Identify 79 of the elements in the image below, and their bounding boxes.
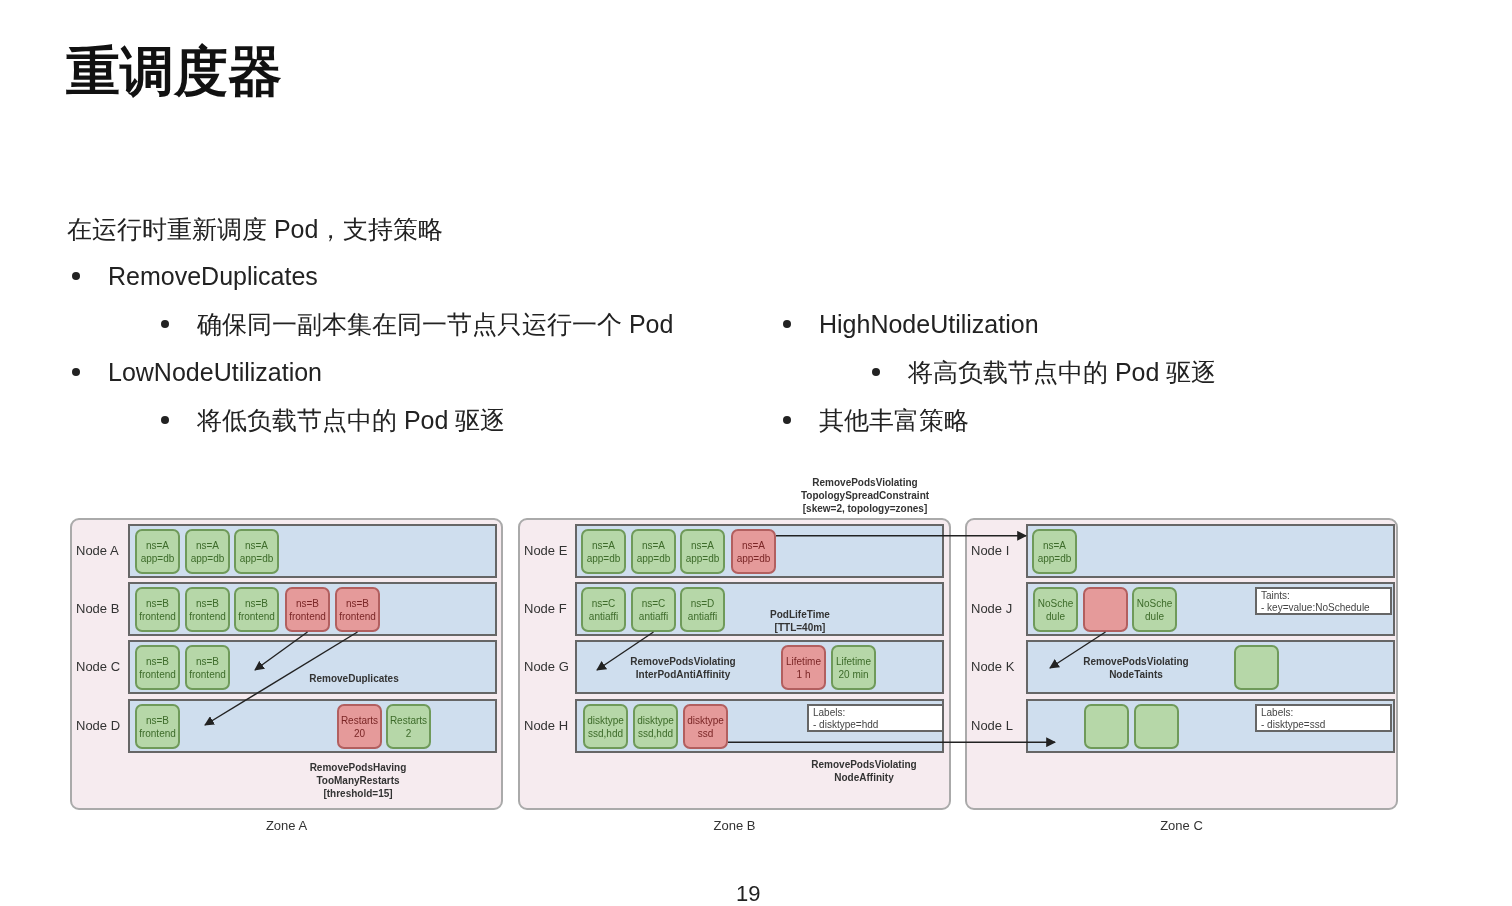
arrow: [727, 737, 1056, 748]
pod-box: ns=A app=db: [680, 529, 725, 574]
strategy-label: RemovePodsHaving TooManyRestarts [threshold=15]: [308, 760, 408, 800]
pod-box: NoSche dule: [1132, 587, 1177, 632]
pod-box: ns=B frontend: [135, 645, 180, 690]
arrow: [775, 530, 1027, 541]
pod-box: ns=C antiaffi: [631, 587, 676, 632]
pod-box: ns=B frontend: [234, 587, 279, 632]
pod-box: ns=A app=db: [631, 529, 676, 574]
bullet-text: 确保同一副本集在同一节点只运行一个 Pod: [197, 308, 674, 340]
node-label: Node J: [971, 601, 1013, 616]
label-box: [1255, 587, 1392, 615]
label-entry: - key=value:NoSchedule: [1261, 602, 1371, 614]
label-box: [807, 704, 944, 732]
pod-box: ns=A app=db: [234, 529, 279, 574]
zone-label: Zone C: [1159, 818, 1204, 833]
pod-box: [1083, 587, 1128, 632]
bullet-text: 将低负载节点中的 Pod 驱逐: [197, 404, 506, 436]
pod-box: ns=B frontend: [185, 645, 230, 690]
label-heading: Labels:: [1261, 707, 1295, 719]
pod-box: ns=B frontend: [335, 587, 380, 632]
zone-label: Zone B: [712, 818, 757, 833]
pod-box: ns=A app=db: [731, 529, 776, 574]
node-label: Node E: [524, 543, 568, 558]
pod-box: ns=B frontend: [285, 587, 330, 632]
bullet-text: LowNodeUtilization: [108, 357, 322, 387]
bullet-text: 将高负载节点中的 Pod 驱逐: [908, 356, 1217, 388]
label-heading: Labels:: [813, 707, 847, 719]
strategy-label: PodLifeTime [TTL=40m]: [769, 608, 831, 634]
strategy-label: RemovePodsViolating NodeTaints: [1082, 655, 1190, 681]
node-label: Node F: [524, 601, 567, 616]
node-label: Node D: [76, 718, 121, 733]
node-label: Node I: [971, 543, 1010, 558]
pod-box: ns=A app=db: [581, 529, 626, 574]
node-label: Node A: [76, 543, 119, 558]
node-label: Node H: [524, 718, 569, 733]
intro-text: 在运行时重新调度 Pod，支持策略: [67, 213, 444, 245]
pod-box: ns=C antiaffi: [581, 587, 626, 632]
pod-box: ns=A app=db: [1032, 529, 1077, 574]
pod-box: Lifetime 20 min: [831, 645, 876, 690]
pod-box: disktype ssd: [683, 704, 728, 749]
bullet-text: RemoveDuplicates: [108, 261, 318, 291]
zone-label: Zone A: [264, 818, 309, 833]
bullet-text: HighNodeUtilization: [819, 309, 1039, 339]
node-label: Node K: [971, 659, 1015, 674]
node-label: Node C: [76, 659, 121, 674]
arrow: [254, 631, 309, 671]
pod-box: ns=A app=db: [135, 529, 180, 574]
pod-box: Restarts 20: [337, 704, 382, 749]
pod-box: ns=B frontend: [185, 587, 230, 632]
pod-box: disktype ssd,hdd: [633, 704, 678, 749]
arrow: [1049, 631, 1107, 669]
pod-box: ns=B frontend: [135, 704, 180, 749]
pod-box: ns=B frontend: [135, 587, 180, 632]
arrow: [204, 631, 359, 726]
label-entry: - disktype=hdd: [813, 719, 880, 731]
node-label: Node L: [971, 718, 1013, 733]
strategy-label: RemovePodsViolating NodeAffinity: [810, 758, 918, 784]
pod-box: [1084, 704, 1129, 749]
strategy-label: RemovePodsViolating TopologySpreadConstraint [skew=2, topology=zones]: [799, 475, 931, 515]
pod-box: [1134, 704, 1179, 749]
label-entry: - disktype=ssd: [1261, 719, 1327, 731]
pod-box: NoSche dule: [1033, 587, 1078, 632]
strategy-label: RemovePodsViolating InterPodAntiAffinity: [629, 655, 737, 681]
node-label: Node B: [76, 601, 120, 616]
slide-title: 重调度器: [66, 40, 282, 103]
label-box: [1255, 704, 1392, 732]
pod-box: ns=D antiaffi: [680, 587, 725, 632]
arrow: [596, 631, 655, 671]
pod-box: [1234, 645, 1279, 690]
label-heading: Taints:: [1261, 590, 1291, 602]
pod-box: Lifetime 1 h: [781, 645, 826, 690]
pod-box: ns=A app=db: [185, 529, 230, 574]
pod-box: Restarts 2: [386, 704, 431, 749]
node-label: Node G: [524, 659, 569, 674]
page-number: 19: [736, 881, 761, 906]
strategy-label: RemoveDuplicates: [308, 671, 400, 685]
pod-box: disktype ssd,hdd: [583, 704, 628, 749]
bullet-text: 其他丰富策略: [819, 404, 969, 436]
